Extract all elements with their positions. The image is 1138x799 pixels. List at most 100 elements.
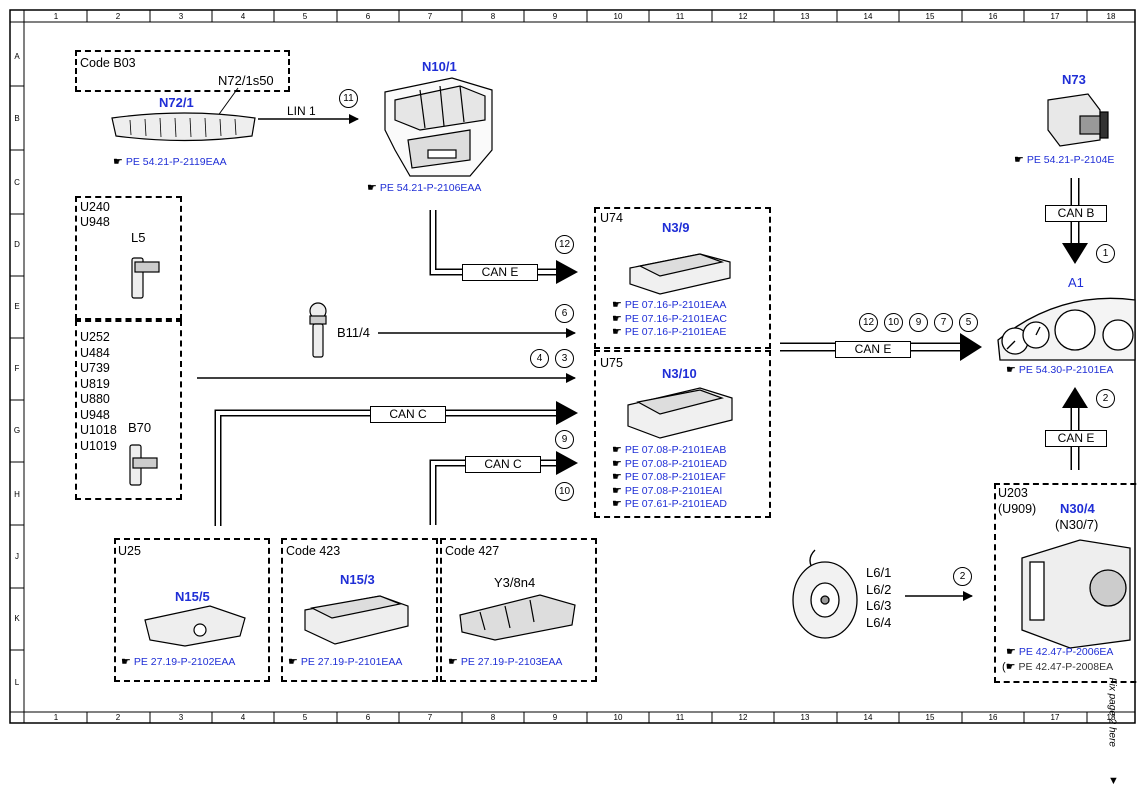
pointer-hand-icon: ☛ [448,656,458,668]
u75-ref-link[interactable]: ☛PE 07.08-P-2101EAI [612,485,722,497]
grid-row-B: B [14,114,20,123]
grid-row-J: J [15,552,19,561]
grid-col-bottom-15: 15 [925,713,935,722]
grid-col-top-9: 9 [552,12,558,21]
grid-col-top-11: 11 [675,12,685,21]
pointer-hand-icon: ☛ [612,299,622,311]
u240-box [75,196,182,320]
can-c-label-1: CAN C [370,406,446,423]
grid-col-bottom-11: 11 [675,713,685,722]
u75-ref-link-text: PE 07.08-P-2101EAB [624,444,727,456]
grid-col-bottom-1: 1 [53,713,59,722]
u75-ref-link[interactable]: ☛PE 07.08-P-2101EAB [612,444,726,456]
y3-8n4-ref-text: PE 27.19-P-2103EAA [460,656,563,668]
u75-ref-link[interactable]: ☛PE 07.61-P-2101EAD [612,498,727,510]
n30-4-ref-text-1: PE 42.47-P-2006EA [1018,646,1114,658]
n10-1-ref-link[interactable]: ☛PE 54.21-P-2106EAA [367,182,481,194]
circle-6: 6 [555,304,574,323]
a1-circle-12: 12 [859,313,878,332]
a1-ref-link[interactable]: ☛PE 54.30-P-2101EA [1006,364,1113,376]
u74-ref-link-text: PE 07.16-P-2101EAA [624,299,727,311]
pointer-hand-icon: (☛ [1002,661,1016,673]
circle-4: 4 [530,349,549,368]
u75-ref-link[interactable]: ☛PE 07.08-P-2101EAF [612,471,726,483]
fix-page-text: Fix page 2 here [1106,677,1118,748]
n10-1-sam-module-icon [384,77,493,177]
code-427-box [440,538,597,682]
pointer-hand-icon: ☛ [1006,364,1016,376]
grid-col-bottom-18: 18 [1106,713,1116,722]
n15-3-ref-link[interactable]: ☛PE 27.19-P-2101EAA [288,656,402,668]
n30-4-label: N30/4 [1060,501,1095,516]
u74-ref-link[interactable]: ☛PE 07.16-P-2101EAC [612,313,727,325]
u252-code-item: U819 [80,376,110,391]
pointer-hand-icon: ☛ [1006,646,1016,658]
a1-circle-10: 10 [884,313,903,332]
n73-ref-link[interactable]: ☛PE 54.21-P-2104E [1014,154,1114,166]
n3-9-ecu-icon [629,253,731,295]
u948-code: U948 [80,215,110,229]
grid-col-top-8: 8 [490,12,496,21]
n72-1s50-label: N72/1s50 [218,73,274,88]
grid-col-top-4: 4 [240,12,246,21]
n15-5-ref-link[interactable]: ☛PE 27.19-P-2102EAA [121,656,235,668]
a1-label: A1 [1068,275,1084,290]
grid-col-bottom-5: 5 [302,713,308,722]
pointer-hand-icon: ☛ [612,457,622,470]
l6-label: L6/3 [866,598,892,613]
circle-9: 9 [555,430,574,449]
grid-col-top-10: 10 [613,12,623,21]
u75-ref-link[interactable]: ☛PE 07.08-P-2101EAD [612,458,727,470]
pointer-hand-icon: ☛ [612,326,622,338]
code-b03-box [75,50,290,92]
l6-label: L6/4 [866,614,892,630]
y3-8n4-label: Y3/8n4 [494,575,536,590]
grid-col-bottom-10: 10 [613,713,623,722]
circle-2-lower: 2 [953,567,972,586]
grid-col-bottom-3: 3 [178,713,184,722]
grid-col-top-17: 17 [1050,12,1060,21]
n30-7-label: (N30/7) [1055,517,1099,532]
pointer-hand-icon: ☛ [121,656,131,668]
code-423-box [281,538,438,682]
u252-code-item: U739 [80,361,110,375]
u74-box [594,207,771,349]
grid-col-bottom-8: 8 [490,713,496,722]
n10-1-ref-text: PE 54.21-P-2106EAA [379,182,482,194]
y3-8n4-valve-body-icon [459,594,576,641]
u74-ref-link-text: PE 07.16-P-2101EAE [624,326,727,338]
grid-col-top-6: 6 [365,12,371,21]
u75-ref-link-text: PE 07.08-P-2101EAI [624,484,723,497]
u203-box [994,483,1138,683]
code-423-label: Code 423 [286,544,341,558]
b70-label: B70 [128,420,152,435]
pointer-hand-icon: ☛ [1014,154,1024,166]
b11-4-label: B11/4 [337,325,371,340]
grid-col-top-12: 12 [738,12,748,21]
l6-label: L6/1 [866,565,892,580]
can-c-label-2: CAN C [465,456,541,473]
pointer-hand-icon: ☛ [612,484,622,497]
n10-1-label: N10/1 [422,59,457,74]
n15-5-module-icon [144,605,246,647]
pointer-hand-icon: ☛ [367,182,377,194]
n3-10-ecu-icon [627,387,733,439]
code-427-label: Code 427 [445,544,500,558]
grid-col-bottom-14: 14 [863,713,873,722]
code-b03-label: Code B03 [80,56,136,70]
grid-row-F: F [14,364,20,373]
n30-4-ref-link-1[interactable]: ☛PE 42.47-P-2006EA [1006,646,1113,658]
n72-1-ref-link[interactable]: ☛PE 54.21-P-2119EAA [113,156,227,168]
grid-col-top-7: 7 [427,12,433,21]
u74-ref-link[interactable]: ☛PE 07.16-P-2101EAE [612,326,726,338]
n30-4-ref-link-2[interactable]: (☛PE 42.47-P-2008EA [1002,661,1113,673]
u74-ref-link[interactable]: ☛PE 07.16-P-2101EAA [612,299,726,311]
down-arrow-icon: ▼ [1108,775,1119,787]
y3-8n4-ref-link[interactable]: ☛PE 27.19-P-2103EAA [448,656,562,668]
u75-ref-link-text: PE 07.08-P-2101EAD [624,457,728,470]
can-e-label-2: CAN E [835,341,911,358]
circle-2-upper: 2 [1096,389,1115,408]
grid-row-C: C [14,178,20,187]
